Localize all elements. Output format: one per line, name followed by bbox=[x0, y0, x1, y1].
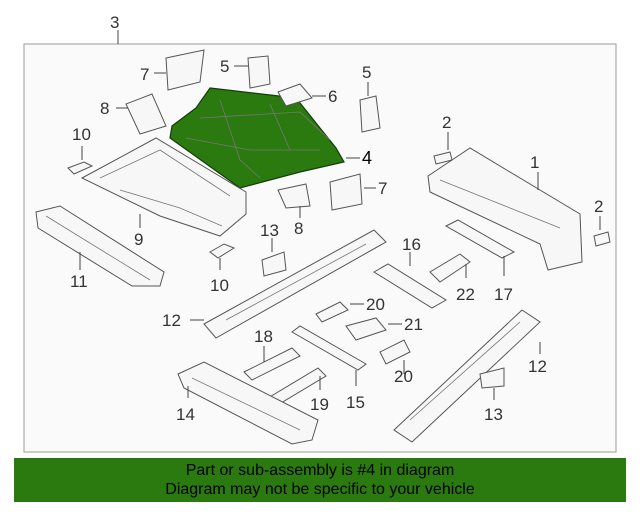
part-15-bar[interactable] bbox=[291, 325, 367, 371]
callout-9: 9 bbox=[134, 230, 143, 249]
part-6-bracket[interactable] bbox=[277, 83, 313, 107]
callout-19: 19 bbox=[310, 395, 329, 414]
callout-10-lower: 10 bbox=[210, 276, 229, 295]
notice-banner: Part or sub-assembly is #4 in diagram Di… bbox=[14, 458, 626, 502]
callout-20-lower: 20 bbox=[394, 367, 413, 386]
callout-13-lower: 13 bbox=[484, 405, 503, 424]
part-20-bracket-upper[interactable] bbox=[315, 301, 349, 323]
callout-7-upper: 7 bbox=[140, 65, 149, 84]
part-8-lower-bracket[interactable] bbox=[277, 183, 311, 209]
part-4-rear-floor-pan[interactable] bbox=[169, 87, 345, 189]
callout-8-upper: 8 bbox=[100, 99, 109, 118]
part-13-bracket-upper[interactable] bbox=[261, 251, 287, 277]
callout-13-upper: 13 bbox=[260, 221, 279, 240]
part-16-reinforcement[interactable] bbox=[373, 263, 447, 309]
part-12-left-rail[interactable] bbox=[203, 229, 387, 339]
part-11-side-rail[interactable] bbox=[35, 205, 165, 287]
callout-21: 21 bbox=[404, 315, 423, 334]
part-17-crossmember[interactable] bbox=[444, 219, 516, 259]
part-21-bracket[interactable] bbox=[345, 317, 387, 341]
part-5-right-bracket[interactable] bbox=[359, 95, 381, 133]
callout-20-upper: 20 bbox=[366, 295, 385, 314]
part-13-bracket-lower[interactable] bbox=[479, 367, 505, 389]
part-12-right-rail[interactable] bbox=[393, 309, 541, 443]
callout-17: 17 bbox=[494, 285, 513, 304]
part-7-upper-bracket[interactable] bbox=[165, 49, 205, 91]
callout-22: 22 bbox=[456, 285, 475, 304]
callout-2-left: 2 bbox=[442, 113, 451, 132]
part-10-bracket-left[interactable] bbox=[67, 161, 94, 175]
callout-16: 16 bbox=[402, 235, 421, 254]
part-9-front-floor[interactable] bbox=[80, 137, 247, 237]
part-2-plug-right[interactable] bbox=[593, 231, 611, 247]
callout-14: 14 bbox=[176, 405, 195, 424]
part-7-lower-bracket[interactable] bbox=[329, 173, 363, 211]
part-2-plug-left[interactable] bbox=[433, 151, 453, 165]
callout-11: 11 bbox=[70, 272, 88, 291]
callout-6: 6 bbox=[328, 87, 337, 106]
callout-5-right: 5 bbox=[362, 63, 371, 82]
part-18-rail[interactable] bbox=[243, 347, 301, 381]
part-22-bracket[interactable] bbox=[429, 253, 471, 283]
part-14-rear-panel[interactable] bbox=[177, 361, 319, 445]
part-5-upper-bracket[interactable] bbox=[247, 55, 271, 89]
callout-4: 4 bbox=[362, 148, 372, 168]
callout-18: 18 bbox=[254, 327, 273, 346]
part-10-bracket-lower[interactable] bbox=[209, 243, 236, 259]
callout-2-right: 2 bbox=[594, 197, 603, 216]
part-8-upper-bracket[interactable] bbox=[125, 93, 167, 135]
callout-8-lower: 8 bbox=[294, 219, 303, 238]
callout-1: 1 bbox=[530, 153, 539, 172]
notice-line-2: Diagram may not be specific to your vehi… bbox=[165, 481, 475, 498]
callout-12-left: 12 bbox=[162, 311, 181, 330]
callout-15: 15 bbox=[346, 393, 365, 412]
callout-10-upper: 10 bbox=[72, 125, 91, 144]
assembly-frame bbox=[23, 43, 617, 453]
callout-12-right: 12 bbox=[528, 357, 547, 376]
notice-line-1: Part or sub-assembly is #4 in diagram bbox=[185, 462, 455, 479]
callout-5-upper: 5 bbox=[220, 57, 229, 76]
callout-3: 3 bbox=[110, 13, 119, 32]
part-1-rear-side-member[interactable] bbox=[427, 147, 583, 271]
callout-7-lower: 7 bbox=[378, 179, 387, 198]
part-20-bracket-lower[interactable] bbox=[379, 339, 411, 365]
